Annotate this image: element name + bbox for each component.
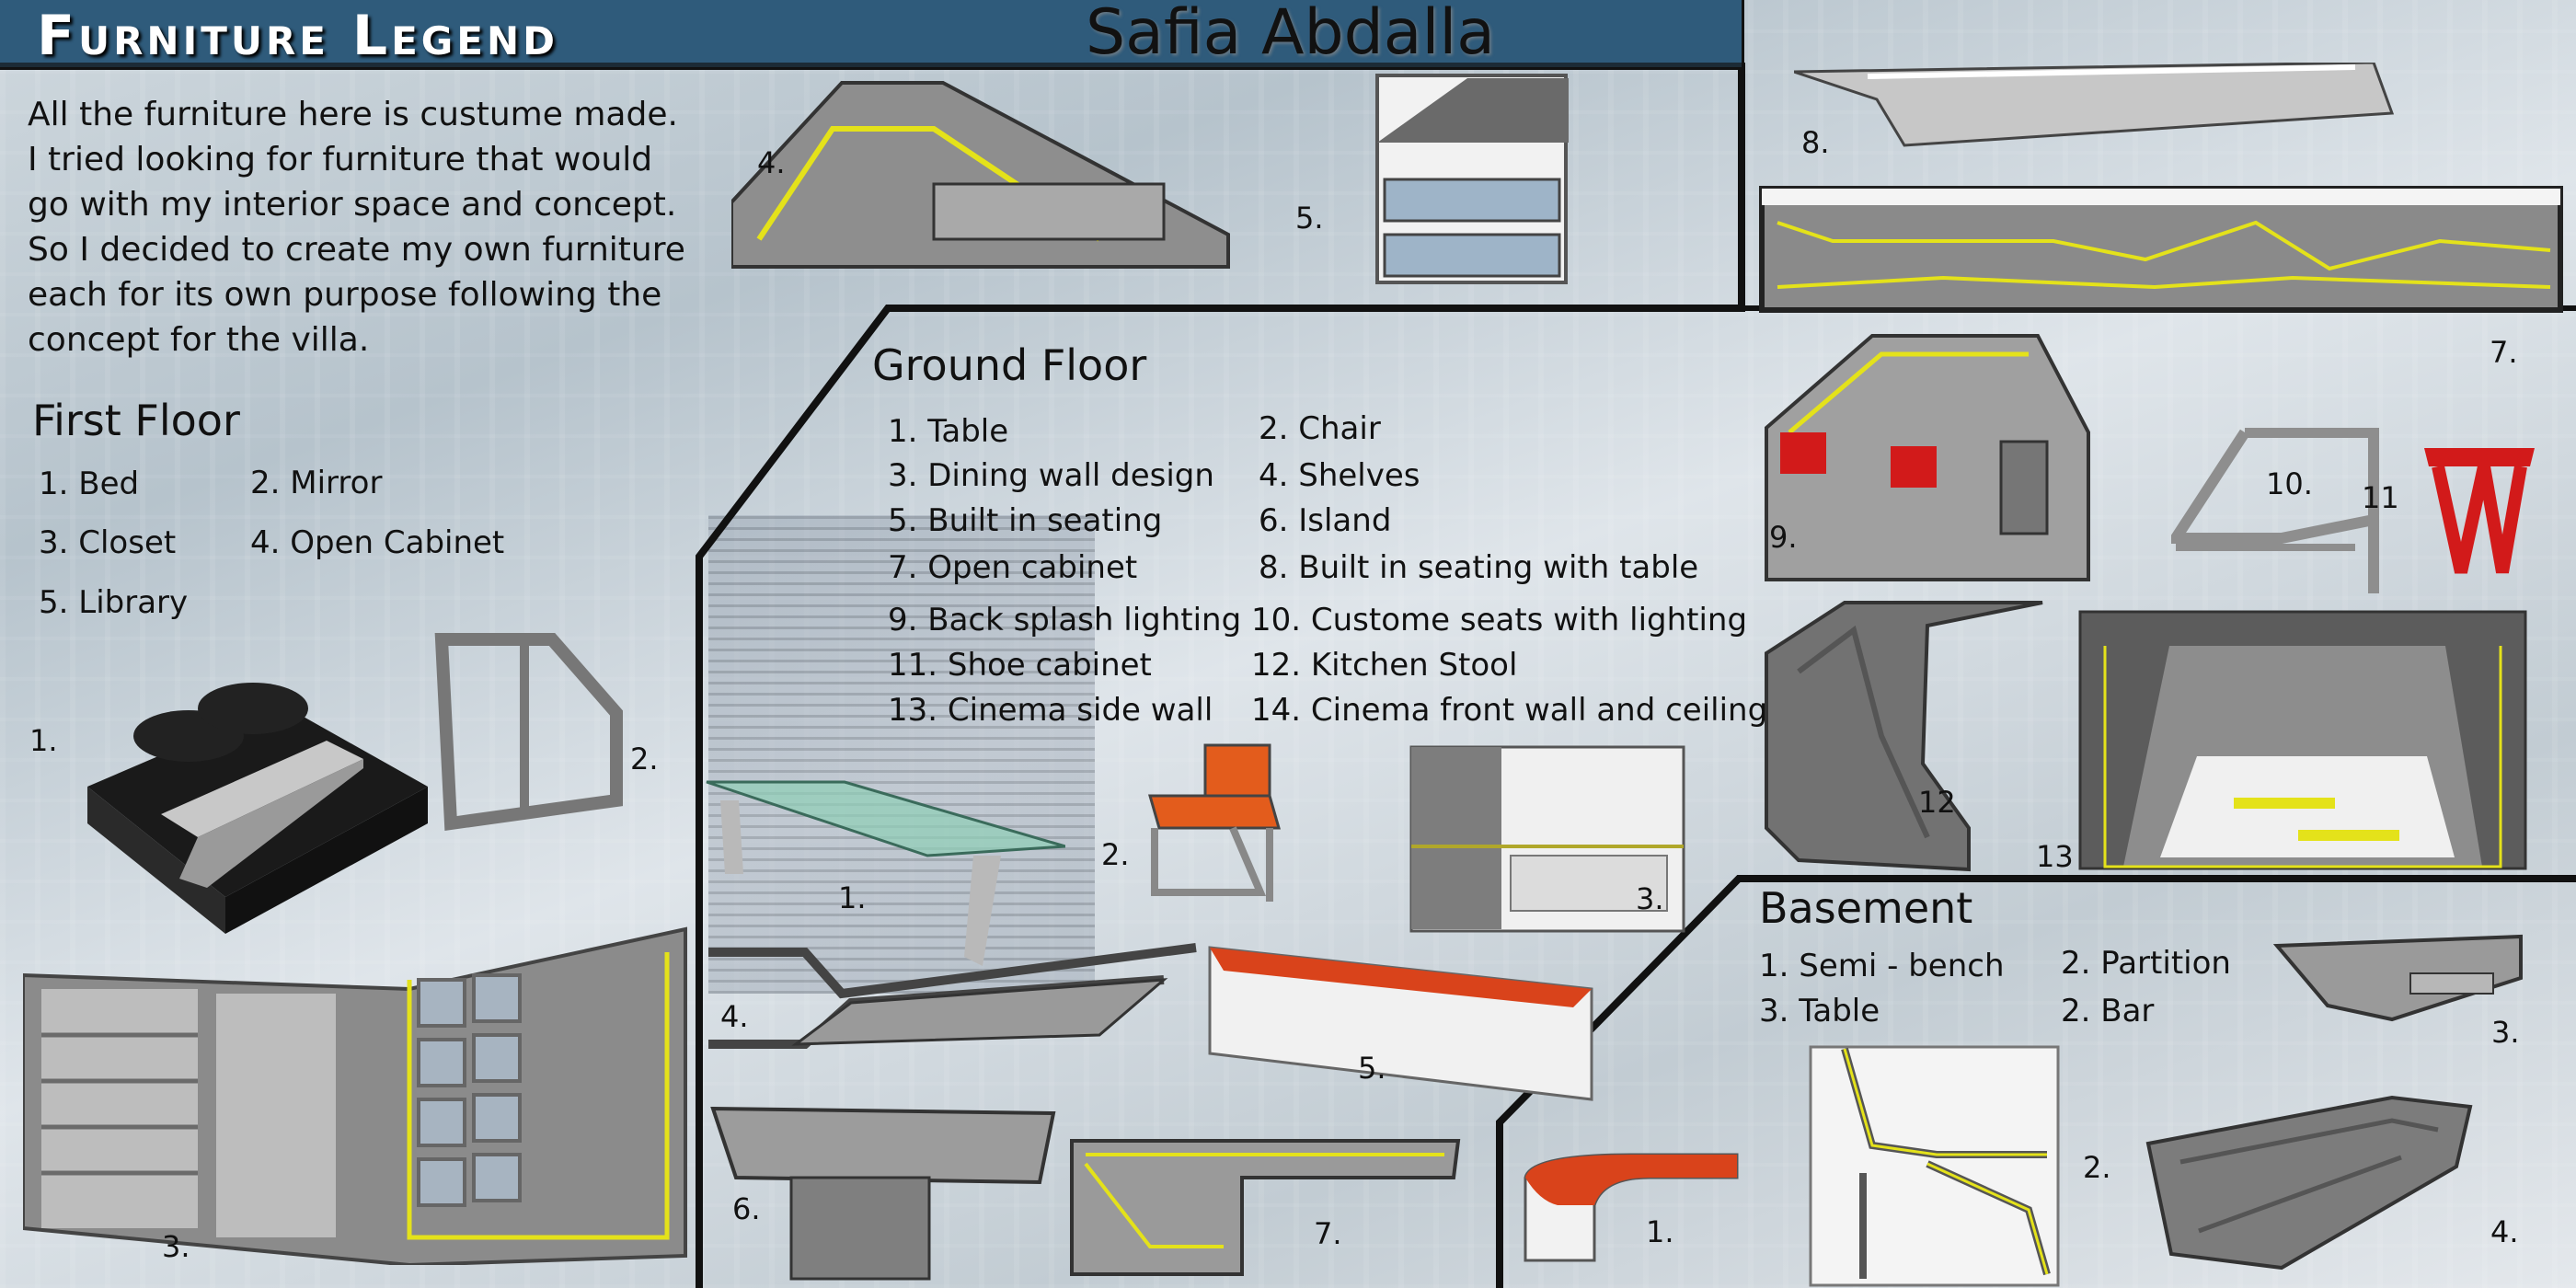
ground-floor-item: 14. Cinema front wall and ceiling [1251, 692, 1768, 729]
label-gf-backsplash: 7. [2490, 335, 2518, 370]
label-ff-library: 5. [1295, 201, 1324, 236]
label-gf-shelves: 4. [720, 999, 749, 1034]
built-in-seating-render [1208, 946, 1593, 1101]
ground-floor-item: 4. Shelves [1259, 457, 1420, 494]
first-floor-item: 5. Library [39, 584, 189, 621]
label-b-table: 3. [2491, 1015, 2520, 1050]
first-floor-item: 1. Bed [39, 466, 140, 502]
label-gf-custom-seats: 9. [1769, 520, 1798, 555]
title-banner [0, 0, 1742, 67]
mirror-render [434, 633, 623, 831]
shelves-render [708, 943, 1197, 1049]
basement-item: 1. Semi - bench [1759, 948, 2005, 984]
label-gf-seating: 5. [1358, 1051, 1386, 1086]
label-gf-stool: 11 [2362, 480, 2399, 515]
first-floor-item: 3. Closet [39, 524, 177, 561]
label-ff-closet: 3. [162, 1229, 190, 1264]
ground-floor-item: 10. Custome seats with lighting [1251, 602, 1748, 638]
label-ff-bed: 1. [29, 723, 58, 758]
built-in-seating-table-render [1794, 63, 2395, 147]
label-b-bar: 4. [2490, 1214, 2519, 1249]
dining-wall-render [1409, 745, 1685, 933]
basement-item: 3. Table [1759, 993, 1880, 1029]
kitchen-stool-render [2424, 448, 2535, 574]
shoe-cabinet-render [2171, 428, 2379, 593]
glass-table-render [706, 780, 1065, 966]
ground-floor-item: 11. Shoe cabinet [888, 647, 1152, 684]
background-cityscape [708, 515, 1095, 994]
closet-render [23, 926, 687, 1265]
intro-line: concept for the villa. [28, 321, 370, 359]
intro-line: I tried looking for furniture that would [28, 141, 653, 178]
first-floor-heading: First Floor [32, 396, 240, 445]
label-b-bench: 1. [1646, 1214, 1674, 1249]
ground-floor-item: 9. Back splash lighting [888, 602, 1242, 638]
label-gf-cinema-front: 13 [2036, 839, 2074, 874]
ground-floor-item: 12. Kitchen Stool [1251, 647, 1518, 684]
label-gf-island: 6. [732, 1191, 761, 1226]
first-floor-item: 2. Mirror [250, 465, 383, 501]
library-render [1375, 74, 1569, 284]
label-gf-open-cabinet: 7. [1314, 1216, 1342, 1251]
page-title: Furniture Legend [37, 4, 558, 68]
ground-floor-item: 5. Built in seating [888, 502, 1163, 539]
intro-text: All the furniture here is custume made. … [28, 92, 685, 362]
label-gf-chair: 2. [1101, 837, 1130, 872]
backsplash-render [1759, 186, 2563, 313]
label-gf-shoe-cabinet: 10. [2266, 466, 2313, 501]
basement-item: 2. Partition [2061, 945, 2231, 982]
island-render [710, 1106, 1056, 1281]
basement-heading: Basement [1759, 883, 1973, 933]
partition-render [1809, 1045, 2060, 1287]
ground-floor-heading: Ground Floor [872, 340, 1147, 390]
label-gf-dining-wall: 3. [1636, 881, 1664, 916]
basement-item: 2. Bar [2061, 993, 2155, 1029]
intro-line: So I decided to create my own furniture [28, 231, 685, 269]
intro-line: All the furniture here is custume made. [28, 96, 678, 133]
ground-floor-item: 6. Island [1259, 502, 1392, 539]
intro-line: each for its own purpose following the [28, 276, 662, 314]
bar-render [2145, 1095, 2473, 1271]
author-name: Safia Abdalla [1086, 0, 1495, 69]
open-cabinet-gf-render [1070, 1139, 1461, 1276]
chair-render [1148, 743, 1281, 902]
ground-floor-item: 8. Built in seating with table [1259, 549, 1699, 586]
label-gf-built-in-table: 8. [1801, 125, 1830, 160]
cinema-side-wall-render [1765, 601, 2043, 872]
custom-seats-render [1765, 334, 2090, 581]
basement-table-render [2272, 934, 2523, 1022]
bed-render [87, 683, 428, 934]
first-floor-item: 4. Open Cabinet [250, 524, 505, 561]
ground-floor-item: 2. Chair [1259, 410, 1381, 447]
label-gf-cinema-side: 12 [1918, 785, 1956, 820]
ground-floor-item: 1. Table [888, 413, 1009, 450]
label-gf-table: 1. [838, 880, 867, 915]
cinema-front-wall-render [2078, 610, 2527, 870]
ground-floor-item: 7. Open cabinet [888, 549, 1138, 586]
ground-floor-item: 3. Dining wall design [888, 457, 1214, 494]
intro-line: go with my interior space and concept. [28, 186, 677, 224]
ground-floor-item: 13. Cinema side wall [888, 692, 1213, 729]
label-b-partition: 2. [2083, 1150, 2111, 1185]
semi-bench-render [1524, 1153, 1739, 1262]
open-cabinet-render [731, 81, 1230, 269]
label-ff-cabinet: 4. [757, 145, 786, 180]
label-ff-mirror: 2. [630, 742, 659, 776]
